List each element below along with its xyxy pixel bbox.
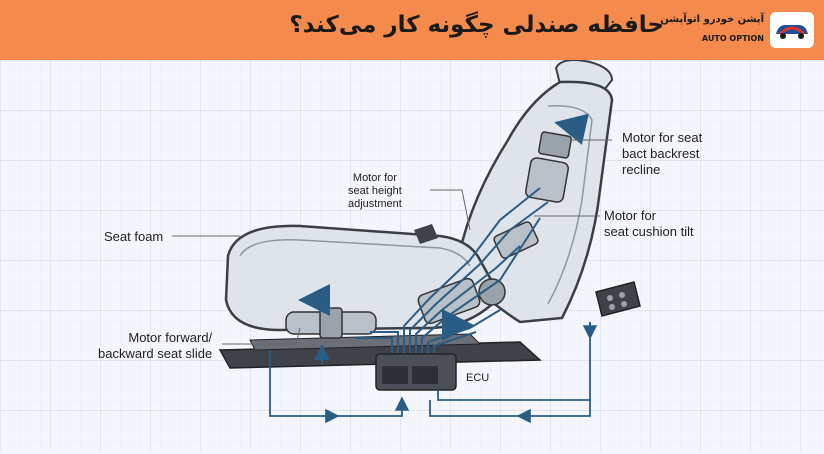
ecu-module: [375, 353, 457, 391]
slide-motor: [285, 307, 377, 339]
cushion-inner-line: [239, 239, 471, 267]
wiring-harness: [356, 187, 549, 356]
belt-buckle: [414, 224, 438, 244]
seat-memory-diagram: Motor for seat bact backrest recline Mot…: [0, 59, 824, 450]
control-loop-wires: [269, 322, 598, 424]
logo-text-persian: آپشن خودرو اتوآپشن: [660, 14, 764, 25]
label-ecu: ECU: [466, 372, 490, 384]
backrest-inner-line: [547, 105, 593, 305]
label-cushion-tilt-motor: Motor for seat cushion tilt: [604, 208, 694, 239]
memory-switch-panel: [595, 281, 641, 317]
label-backrest-motor: Motor for seat bact backrest recline: [622, 130, 703, 177]
diagram-canvas: [0, 59, 824, 450]
logo-text-english: AUTO OPTION: [701, 34, 764, 43]
header-banner: حافظه صندلی چگونه کار می‌کند؟ آپشن خودرو…: [0, 0, 824, 60]
recline-direction-arrow-icon: [554, 113, 589, 145]
car-logo-icon: [776, 25, 808, 39]
leader-lines: [172, 139, 612, 345]
label-seat-foam: Seat foam: [104, 229, 164, 244]
page-title: حافظه صندلی چگونه کار می‌کند؟: [289, 12, 664, 38]
label-height-motor: Motor for seat height adjustment: [348, 172, 402, 210]
brand-logo[interactable]: [770, 12, 814, 48]
label-slide-motor: Motor forward/ backward seat slide: [98, 330, 213, 361]
